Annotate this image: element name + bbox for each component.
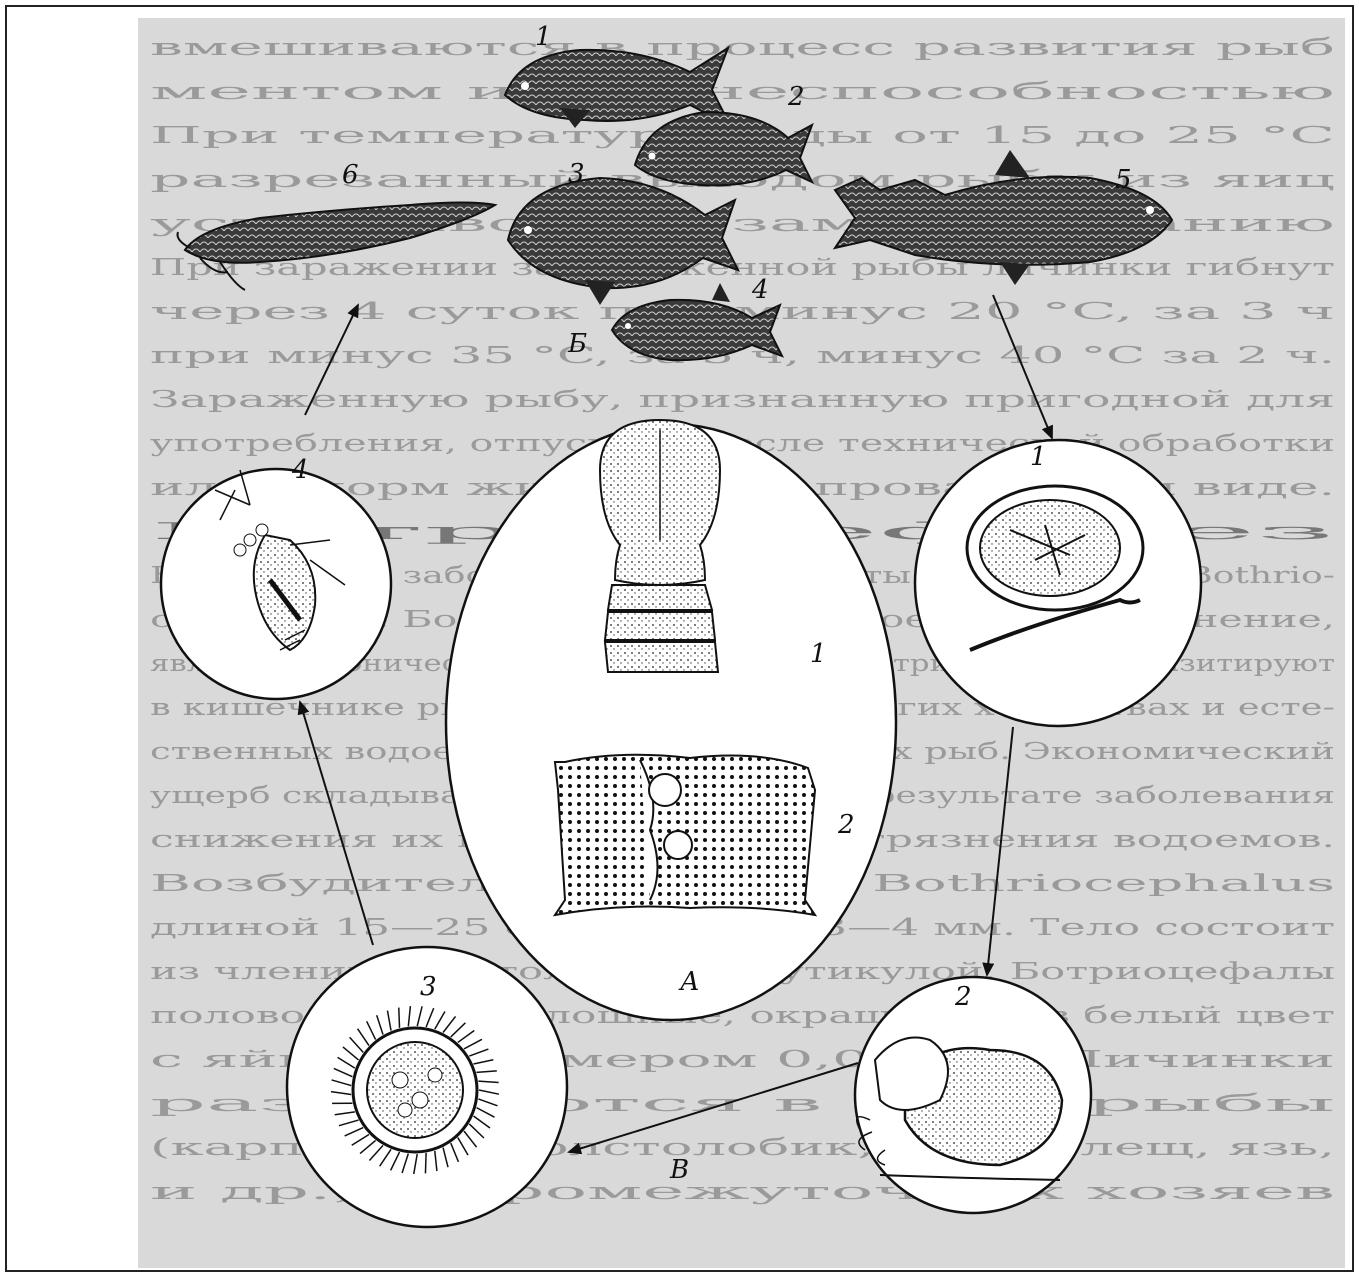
label-right-1: 1 <box>1030 442 1047 472</box>
label-right-2: 2 <box>954 982 972 1012</box>
label-center-2: 2 <box>837 810 855 840</box>
label-fish-6: 6 <box>342 160 359 190</box>
label-fish-2: 2 <box>787 82 805 112</box>
label-fish-3: 3 <box>568 159 585 189</box>
label-fish-1: 1 <box>535 22 552 52</box>
label-bottom-3: 3 <box>420 972 437 1002</box>
label-group-b: Б <box>567 329 587 359</box>
label-center-1: 1 <box>810 639 827 669</box>
label-fish-4: 4 <box>751 275 769 305</box>
background-text-line: Зараженную рыбу, признанную пригодной дл… <box>150 387 1335 413</box>
fish-3-bream <box>508 178 738 305</box>
label-center-a: А <box>678 967 700 997</box>
cilium <box>425 1153 426 1173</box>
label-fish-5: 5 <box>1115 165 1132 195</box>
label-left-4: 4 <box>291 455 309 485</box>
worm-proglottid <box>555 755 815 915</box>
cilium <box>399 1008 400 1028</box>
background-text-line: вмешиваются в процесс развития рыб <box>150 35 1335 61</box>
label-group-v: В <box>669 1155 689 1185</box>
background-text-line: При заражении замороженной рыбы личинки … <box>150 255 1335 281</box>
background-text-line: ментом и жизнеспособностью <box>150 79 1335 105</box>
